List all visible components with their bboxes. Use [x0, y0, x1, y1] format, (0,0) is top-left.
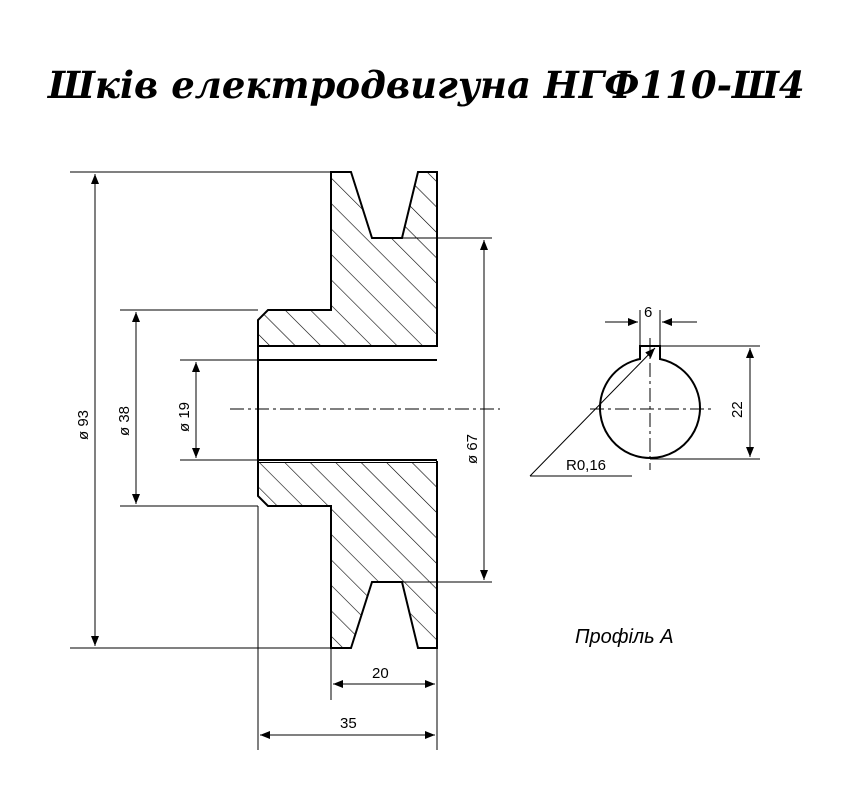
pulley-outline-upper	[257, 171, 438, 347]
keyed-bore-view: 6 22 R0,16	[529, 304, 760, 477]
pulley-section-lower	[258, 462, 437, 648]
dim-hub-diameter: ø 38	[116, 406, 133, 436]
keyway-band-upper	[259, 347, 436, 359]
pulley-outline-lower	[257, 461, 438, 649]
profile-label: Профіль А	[575, 626, 674, 648]
dim-total-width: 35	[340, 715, 357, 732]
pulley-section-upper	[258, 172, 437, 346]
dim-groove-diameter: ø 67	[464, 434, 481, 464]
dim-rim-width: 20	[372, 665, 389, 682]
bore-outline	[257, 346, 437, 462]
dim-radius: R0,16	[566, 457, 606, 474]
dim-outer-diameter: ø 93	[75, 410, 92, 440]
extension-lines	[70, 171, 492, 750]
dim-key-width: 6	[644, 304, 652, 321]
bore-circle-with-keyway	[599, 345, 701, 459]
radius-leader	[529, 347, 656, 477]
dim-bore-diameter: ø 19	[176, 402, 193, 432]
drawing-title: Шків електродвигуна НГФ110-Ш4	[46, 63, 805, 107]
dim-key-depth: 22	[729, 401, 746, 418]
